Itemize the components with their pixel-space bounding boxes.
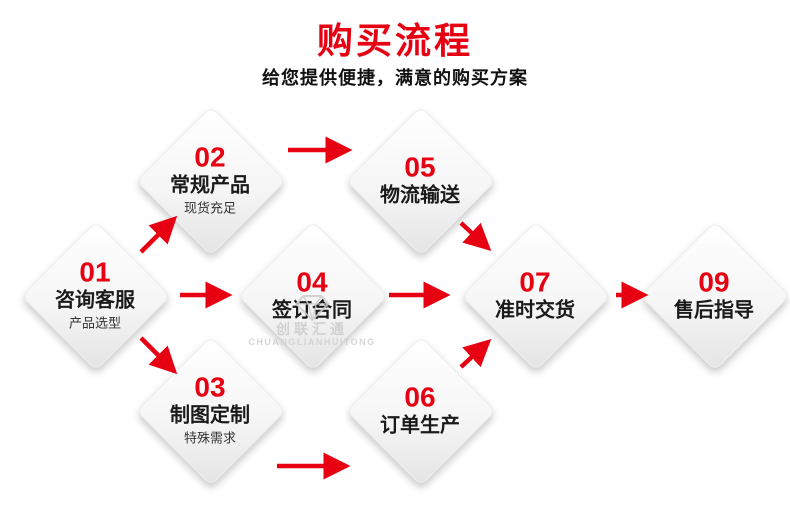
- node-number: 01: [79, 256, 111, 288]
- node-number: 04: [296, 266, 328, 298]
- node-label: 常规产品: [170, 174, 250, 197]
- node-label: 物流输送: [380, 184, 460, 207]
- arrow-01-03: [139, 336, 178, 375]
- page-title: 购买流程: [316, 20, 473, 61]
- node-number: 05: [404, 151, 436, 183]
- arrow-06-07: [459, 338, 492, 369]
- node-number: 02: [194, 141, 226, 173]
- page-subtitle: 给您提供便捷，满意的购买方案: [262, 68, 528, 88]
- node-label: 咨询客服: [55, 289, 135, 312]
- node-number: 06: [404, 381, 436, 413]
- node-number: 03: [194, 371, 226, 403]
- node-label: 签订合同: [272, 299, 352, 322]
- node-label: 准时交货: [495, 299, 575, 322]
- node-subtext: 产品选型: [68, 315, 121, 331]
- node-label: 订单生产: [380, 414, 460, 437]
- node-number: 09: [698, 266, 730, 298]
- node-label: 制图定制: [170, 404, 250, 427]
- node-number: 07: [519, 266, 551, 298]
- node-subtext: 特殊需求: [183, 430, 236, 446]
- node-label: 售后指导: [674, 299, 754, 322]
- arrow-05-07: [459, 221, 492, 252]
- node-subtext: 现货充足: [183, 200, 236, 216]
- arrow-01-02: [139, 215, 178, 254]
